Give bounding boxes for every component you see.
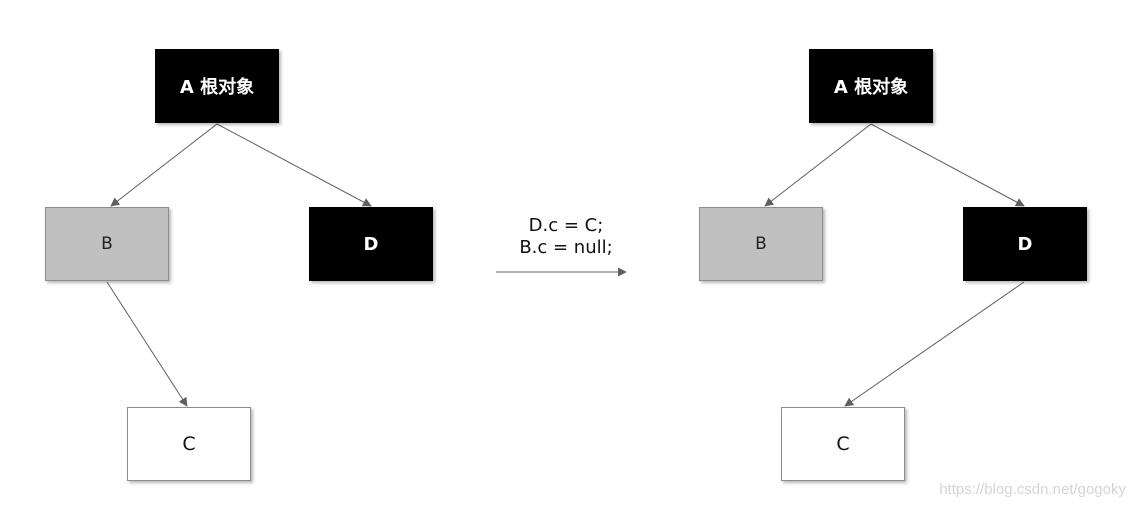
before-node-c: C bbox=[127, 407, 251, 481]
after-node-d-label: D bbox=[1017, 233, 1033, 255]
before-node-b-label: B bbox=[101, 234, 113, 254]
edge-before-b-to-c bbox=[106, 281, 188, 407]
after-node-a-root: A 根对象 bbox=[809, 49, 933, 123]
after-node-c-label: C bbox=[836, 433, 850, 455]
before-node-d-label: D bbox=[363, 233, 379, 255]
edge-after-d-to-c bbox=[844, 281, 1025, 407]
after-node-b: B bbox=[699, 207, 823, 281]
after-node-c: C bbox=[781, 407, 905, 481]
before-node-b: B bbox=[45, 207, 169, 281]
edge-after-a-to-b bbox=[764, 123, 872, 207]
transition-line-1: D.c = C; bbox=[528, 215, 604, 236]
watermark-url: https://blog.csdn.net/gogoky bbox=[939, 481, 1126, 498]
before-node-a-label: A 根对象 bbox=[179, 77, 255, 98]
transition-code: D.c = C; B.c = null; bbox=[496, 215, 636, 259]
edge-before-a-to-d bbox=[216, 123, 372, 207]
before-node-c-label: C bbox=[182, 433, 196, 455]
before-node-d: D bbox=[309, 207, 433, 281]
after-node-b-label: B bbox=[755, 234, 767, 254]
transition-line-2: B.c = null; bbox=[519, 237, 613, 258]
before-node-a-root: A 根对象 bbox=[155, 49, 279, 123]
after-node-d: D bbox=[963, 207, 1087, 281]
after-node-a-label: A 根对象 bbox=[833, 77, 909, 98]
edge-after-a-to-d bbox=[870, 123, 1025, 207]
edge-before-a-to-b bbox=[110, 123, 218, 207]
